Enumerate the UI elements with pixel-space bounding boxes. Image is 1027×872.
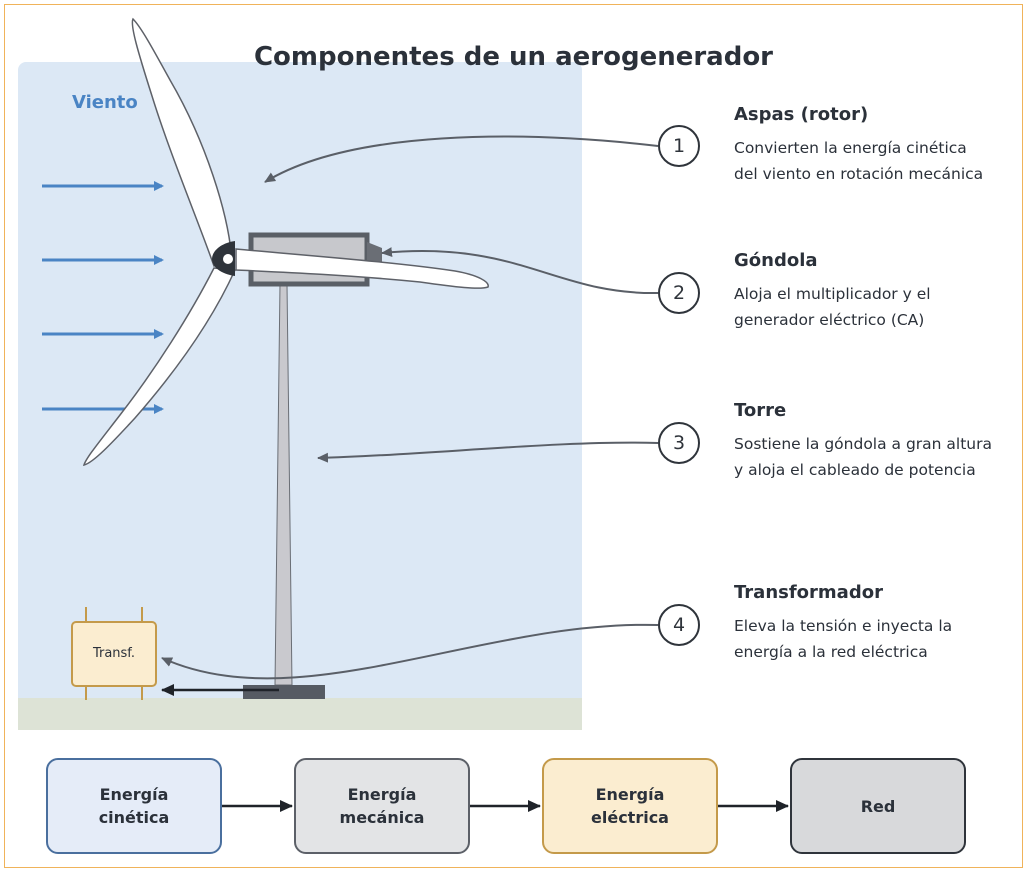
rotor-blade-right xyxy=(235,248,489,289)
callout-badge-3: 3 xyxy=(658,422,700,464)
component-desc-line: del viento en rotación mecánica xyxy=(734,165,984,183)
flow-box-mechanical: Energía mecánica xyxy=(294,758,470,854)
flow-box-kinetic: Energía cinética xyxy=(46,758,222,854)
diagram-title: Componentes de un aerogenerador xyxy=(253,42,774,72)
rotor-blade-bottom xyxy=(82,267,237,467)
wind-label: Viento xyxy=(72,92,138,113)
component-tower: Torre Sostiene la góndola a gran altura … xyxy=(734,400,1024,483)
component-name: Torre xyxy=(734,400,787,421)
component-desc-line: generador eléctrico (CA) xyxy=(734,311,925,329)
callout-line-4 xyxy=(161,623,659,680)
outer-frame xyxy=(4,4,1023,868)
callout-line-2 xyxy=(381,247,659,295)
rotor-hub-center xyxy=(221,252,235,266)
flow-box-label: Energía cinética xyxy=(98,785,170,827)
flow-box-label: Energía mecánica xyxy=(339,785,425,827)
transformer-label: Transf. xyxy=(92,646,136,661)
component-desc-line: Convierten la energía cinética xyxy=(734,139,967,157)
callout-badge-2: 2 xyxy=(658,272,700,314)
transformer-icon xyxy=(71,607,157,700)
callout-badge-4: 4 xyxy=(658,604,700,646)
component-desc-line: Sostiene la góndola a gran altura xyxy=(734,435,992,453)
component-desc-line: energía a la red eléctrica xyxy=(734,643,928,661)
sky-panel xyxy=(18,62,582,730)
component-name: Góndola xyxy=(734,250,818,271)
component-desc-line: Eleva la tensión e inyecta la xyxy=(734,617,953,635)
ground-strip xyxy=(18,698,582,730)
rotor-blade-top xyxy=(131,17,233,267)
flow-box-label: Energía eléctrica xyxy=(591,785,669,827)
flow-box-grid: Red xyxy=(790,758,966,854)
callout-line-1 xyxy=(264,135,659,183)
component-desc-line: y aloja el cableado de potencia xyxy=(734,461,976,479)
component-transformer: Transformador Eleva la tensión e inyecta… xyxy=(734,582,1024,665)
component-name: Transformador xyxy=(734,582,883,603)
component-nacelle: Góndola Aloja el multiplicador y el gene… xyxy=(734,250,1024,333)
callout-badge-1: 1 xyxy=(658,125,700,167)
component-rotor: Aspas (rotor) Convierten la energía ciné… xyxy=(734,104,1024,187)
callout-line-3 xyxy=(317,441,659,463)
component-desc-line: Aloja el multiplicador y el xyxy=(734,285,931,303)
tower-base xyxy=(243,685,325,699)
component-name: Aspas (rotor) xyxy=(734,104,869,125)
flow-box-electric: Energía eléctrica xyxy=(542,758,718,854)
flow-box-label: Red xyxy=(860,796,896,816)
